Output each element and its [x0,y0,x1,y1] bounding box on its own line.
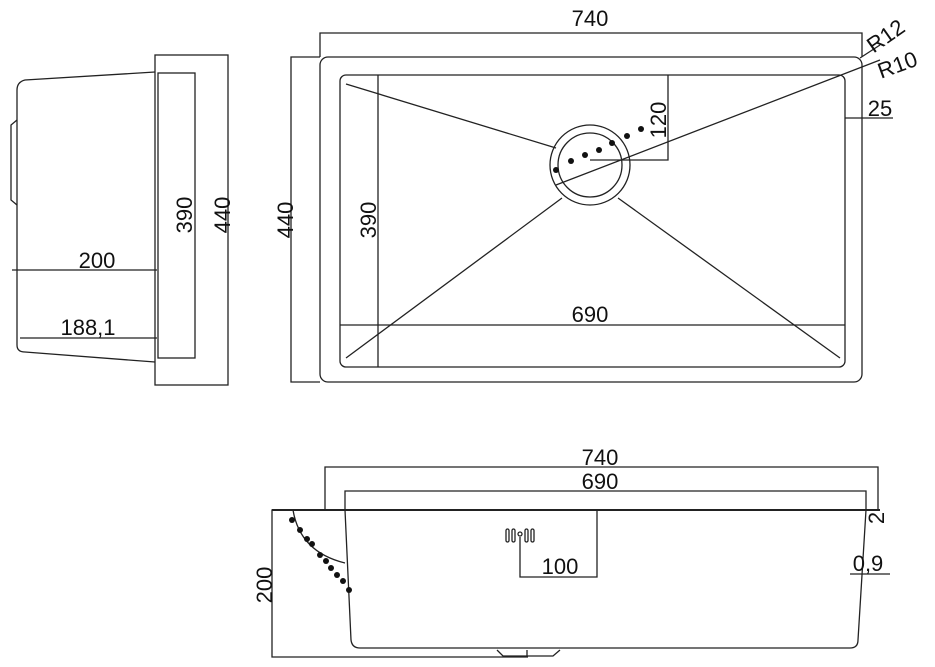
front-drain-profile [496,649,561,657]
side-outer-rim [154,54,229,386]
dim-line-440 [290,56,320,383]
dim-overflow-offset: 100 [542,554,579,579]
slope-line [345,197,563,359]
dim-drain-offset: 120 [646,102,671,139]
dim-rim-thickness: 2 [864,512,889,524]
dim-top-inner-width: 390 [356,202,381,239]
overflow-slots-icon [505,528,535,543]
dim-rim: 25 [868,96,892,121]
drain-outer [549,124,631,206]
side-drain-profile [10,119,18,206]
leader-r10 [555,59,881,186]
slope-line [617,197,841,359]
dim-line-front-200 [271,509,528,658]
dim-front-depth: 200 [252,567,277,604]
dim-outer-width: 440 [210,197,235,234]
dim-depth-top: 200 [79,248,116,273]
dim-line-front-740 [324,466,879,510]
dim-line-740 [319,32,863,57]
front-view: 740 690 200 100 2 0,9 [252,445,890,658]
dim-inner-length: 690 [572,302,609,327]
side-view: 200 188,1 390 440 [10,54,235,386]
top-basin [339,74,846,368]
slope-line [345,83,557,149]
dim-front-outer-length: 740 [582,445,619,470]
section-dots [289,517,352,593]
dim-line-120 [590,75,669,161]
dim-line-front-690 [344,490,867,510]
side-inner-rim [157,72,196,359]
dim-wall-thickness: 0,9 [853,551,884,576]
dim-top-outer-width: 440 [273,202,298,239]
top-view: 740 440 390 690 120 R12 R10 25 [273,6,921,383]
dim-depth-bottom: 188,1 [60,315,115,340]
front-basin-profile [344,509,867,649]
section-dots [553,126,644,173]
dim-front-inner-length: 690 [582,469,619,494]
side-basin-profile [16,71,156,363]
dim-outer-length: 740 [572,6,609,31]
dim-inner-width: 390 [172,197,197,234]
drain-inner [557,132,623,198]
top-outer-rim [319,56,863,383]
dim-line-100 [519,510,598,578]
leader-r12 [859,44,881,59]
